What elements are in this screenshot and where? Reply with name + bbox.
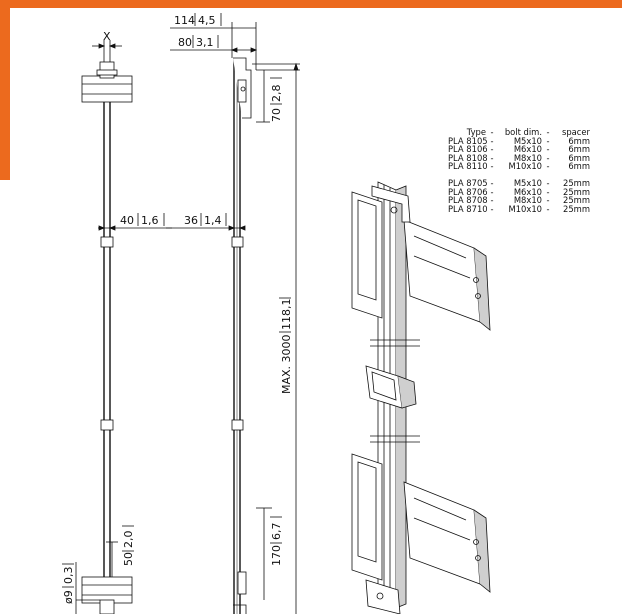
spec-spacer: 6mm: [568, 135, 590, 146]
dim-114-bracket: 4,5: [198, 14, 216, 27]
spec-row: PLA 8708 - M8x10 - 25mm: [400, 196, 590, 205]
spec-bolt: M5x10: [513, 177, 542, 188]
spec-group-gap: [400, 171, 590, 179]
spec-bolt: M6x10: [513, 144, 542, 155]
spec-row: PLA 8706 - M6x10 - 25mm: [400, 186, 590, 197]
side-view: [166, 22, 300, 614]
dim-114-value: 114: [174, 14, 195, 27]
dim-80-value: 80: [178, 36, 192, 49]
spec-sep: -: [490, 135, 494, 146]
spec-sep: -: [546, 203, 550, 214]
spec-type: PLA 8106: [448, 144, 488, 155]
dim-50-bracket: 2,0: [122, 531, 135, 549]
spec-bolt: M8x10: [513, 152, 542, 163]
accent-bar-top: [0, 0, 622, 8]
dim-50-value: 50: [122, 552, 135, 566]
dim-170-bracket: 6,7: [270, 523, 283, 541]
spec-sep: -: [490, 186, 494, 197]
isometric-view: [351, 181, 491, 614]
spec-row: PLA 8108 - M8x10 - 6mm: [400, 154, 590, 163]
spec-header-row: Type - bolt dim. - spacer: [400, 128, 590, 137]
spec-sep: -: [546, 195, 550, 206]
spec-type: PLA 8105: [448, 135, 488, 146]
spec-spacer: 6mm: [568, 144, 590, 155]
spec-sep: -: [490, 127, 494, 137]
spec-spacer: 25mm: [563, 203, 590, 214]
dim-9-value: ø9: [62, 590, 75, 604]
spec-header-spacer: spacer: [561, 127, 590, 137]
front-view: [75, 40, 172, 614]
spec-sep: -: [546, 161, 550, 172]
spec-header-bolt: bolt dim.: [504, 127, 542, 137]
spec-row: PLA 8110 - M10x10 - 6mm: [400, 162, 590, 171]
dim-max-value: MAX. 3000: [280, 334, 293, 394]
spec-bolt: M5x10: [513, 135, 542, 146]
spec-spacer: 25mm: [563, 177, 590, 188]
dim-x-label: X: [103, 30, 111, 43]
spec-sep: -: [546, 177, 550, 188]
spec-sep: -: [490, 203, 494, 214]
accent-bar-left: [0, 0, 10, 180]
spec-spacer: 6mm: [568, 161, 590, 172]
dim-36-bracket: 1,4: [204, 214, 222, 227]
spec-row: PLA 8106 - M6x10 - 6mm: [400, 145, 590, 154]
spec-bolt: M10x10: [508, 161, 543, 172]
spec-spacer: 25mm: [563, 195, 590, 206]
spec-header-type: Type: [466, 127, 486, 137]
dim-70-bracket: 2,8: [270, 85, 283, 103]
dim-170-value: 170: [270, 545, 283, 566]
spec-row: PLA 8710 - M10x10 - 25mm: [400, 205, 590, 214]
spec-table: Type - bolt dim. - spacer PLA 8105 - M5x…: [400, 128, 590, 213]
dim-80-bracket: 3,1: [196, 36, 214, 49]
spec-sep: -: [490, 177, 494, 188]
spec-type: PLA 8705: [448, 177, 488, 188]
dim-40-bracket: 1,6: [141, 214, 159, 227]
spec-sep: -: [546, 127, 550, 137]
spec-sep: -: [490, 161, 494, 172]
spec-type: PLA 8108: [448, 152, 488, 163]
spec-type: PLA 8110: [448, 161, 488, 172]
spec-bolt: M10x10: [508, 203, 543, 214]
spec-row: PLA 8105 - M5x10 - 6mm: [400, 135, 590, 146]
spec-type: PLA 8706: [448, 186, 488, 197]
spec-sep: -: [490, 144, 494, 155]
spec-sep: -: [546, 144, 550, 155]
spec-sep: -: [490, 152, 494, 163]
spec-sep: -: [546, 152, 550, 163]
dim-70-value: 70: [270, 108, 283, 122]
spec-row: PLA 8705 - M5x10 - 25mm: [400, 179, 590, 188]
spec-type: PLA 8710: [448, 203, 488, 214]
dim-max-bracket: 118,1: [280, 299, 293, 331]
spec-spacer: 6mm: [568, 152, 590, 163]
dim-40-value: 40: [120, 214, 134, 227]
dim-36-value: 36: [184, 214, 198, 227]
spec-sep: -: [490, 195, 494, 206]
spec-sep: -: [546, 135, 550, 146]
dim-9-bracket: 0,3: [62, 567, 75, 585]
spec-sep: -: [546, 186, 550, 197]
spec-bolt: M6x10: [513, 186, 542, 197]
spec-bolt: M8x10: [513, 195, 542, 206]
spec-spacer: 25mm: [563, 186, 590, 197]
spec-type: PLA 8708: [448, 195, 488, 206]
